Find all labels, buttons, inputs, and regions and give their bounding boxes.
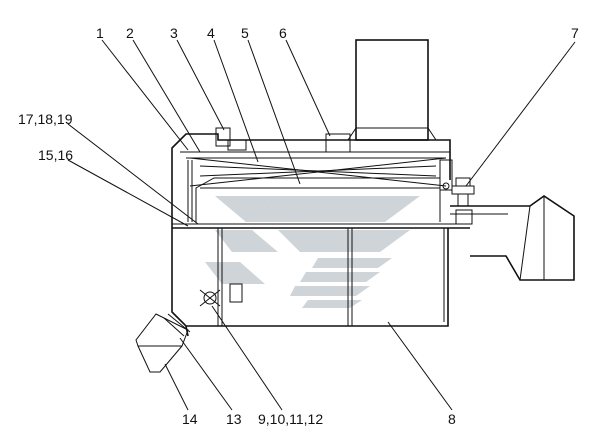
leader-lines [67, 39, 576, 411]
filter-housing [171, 39, 470, 327]
callout-17-18-19: 17,18,19 [18, 111, 73, 127]
callout-6: 6 [279, 25, 287, 41]
callout-13: 13 [226, 411, 242, 427]
outlet-duct [450, 177, 575, 281]
top-clamp [325, 133, 351, 153]
dust-ejector [135, 313, 191, 373]
valve-knob [203, 291, 217, 305]
callout-1: 1 [96, 25, 104, 41]
callout-labels: 1 2 3 4 5 6 7 17,18,19 15,16 14 13 9,10,… [18, 25, 579, 427]
breather-cap [451, 185, 475, 195]
callout-4: 4 [207, 25, 215, 41]
callout-8: 8 [448, 411, 456, 427]
callout-2: 2 [126, 25, 134, 41]
callout-5: 5 [241, 25, 249, 41]
callout-7: 7 [571, 25, 579, 41]
exhaust-stack [355, 39, 429, 141]
callout-14: 14 [182, 411, 198, 427]
watermark-logo [205, 196, 420, 308]
callout-15-16: 15,16 [38, 147, 73, 163]
callout-9-10-11-12: 9,10,11,12 [258, 411, 323, 427]
callout-3: 3 [170, 25, 178, 41]
